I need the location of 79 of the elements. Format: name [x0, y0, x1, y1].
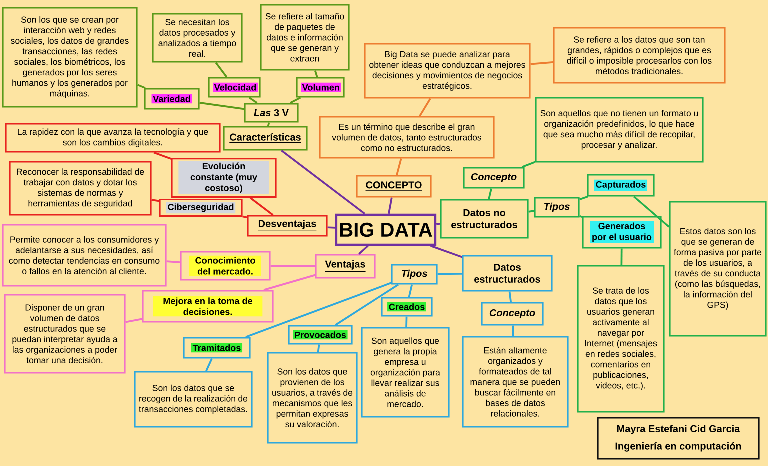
keyword-box: Mejora en la toma de decisiones. [142, 290, 274, 323]
connector-line [206, 358, 213, 372]
connector-line [126, 318, 142, 324]
connector-line [430, 245, 463, 258]
connector-line [388, 198, 393, 214]
description-box: Están altamente organizados y formateados de tal manera que se pueden buscar fácilmente en bases de datos relacionales. [462, 336, 569, 428]
keyword-box: Creados [381, 297, 433, 317]
topic-box: Las 3 V [244, 103, 299, 123]
description-box: Son los que se crean por interacción web y redes sociales, los datos de grandes transacciones, las redes sociales, los biométricos, los generados por los seres humanos y los generados por máquinas. [2, 7, 138, 108]
keyword-box: Velocidad [208, 77, 261, 98]
description-box: Estos datos son los que se generan de forma pasiva por parte de los usuarios, a través de su conducta (como las búsquedas, la información del GPS) [669, 201, 767, 337]
connector-line [267, 122, 270, 126]
connector-line [580, 196, 588, 201]
connector-line [335, 284, 400, 326]
description-box: Son los datos que se recogen de la realización de transacciones completadas. [134, 371, 253, 428]
description-box: Se refiere a los datos que son tan grandes, rápidos o complejos que es difícil o imposible procesarlos con los métodos tradicionales. [553, 27, 726, 84]
connector-line [419, 98, 432, 117]
keyword-box: Generados por el usuario [582, 216, 662, 249]
subtopic-box: Concepto [463, 167, 525, 189]
connector-line [528, 210, 534, 213]
connector-line [314, 70, 318, 78]
connector-line [270, 265, 316, 268]
connector-line [406, 316, 408, 328]
connector-line [358, 245, 369, 255]
connector-line [579, 215, 583, 218]
connector-line [166, 260, 180, 264]
connector-line [242, 216, 248, 219]
keyword-box: Provocados [288, 325, 353, 345]
subtopic-box: Tipos [391, 264, 438, 285]
description-box: Es un término que describe el gran volumen de datos, tanto estructurados como no estructurados. [319, 116, 495, 159]
description-box: Son los datos que provienen de los usuarios, a través de mecanismos que les permitan expresas su valoración. [267, 352, 358, 444]
description-box: Permite conocer a los consumidores y adelantarse a sus necesidades, así como detectar tendencias en consumo o fallos en la atención al cliente. [2, 224, 167, 287]
connector-line [154, 152, 172, 160]
description-box: Big Data se puede analizar para obtener ideas que conduzcan a mejores decisiones y movimientos de negocios estratégicos. [364, 43, 531, 99]
description-box: Reconocer la responsabilidad de trabajar con datos y dotar los sistemas de normas y herramientas de seguridad [9, 161, 152, 216]
connector-line [200, 102, 244, 110]
keyword-box: Volumen [296, 77, 345, 98]
connector-line [317, 344, 320, 352]
connector-line [530, 62, 554, 66]
connector-line [488, 188, 492, 200]
connector-line [215, 62, 228, 78]
description-box: Son aquellos que genera la propia empresa u organización para llevar realizar sus análisis de mercado. [361, 327, 450, 418]
connector-line [248, 97, 258, 104]
connector-line [438, 273, 462, 276]
keyword-box: Conocimiento del mercado. [180, 251, 271, 281]
topic-box: Datos estructurados [462, 255, 553, 292]
description-box: Se necesitan los datos procesados y analizados a tiempo real. [152, 13, 243, 63]
connector-line [396, 158, 402, 176]
connector-line [264, 274, 316, 292]
connector-line [246, 282, 392, 338]
connector-line [436, 223, 440, 226]
description-box: Se trata de los datos que los usuarios generan activamente al navegar por Internet (mensajes en redes sociales, comentarios en publicaciones, videos, etc.). [577, 265, 665, 413]
connector-line [328, 226, 336, 229]
subtopic-box: Tipos [534, 197, 580, 218]
connector-line [408, 284, 414, 298]
description-box: La rapidez con la que avanza la tecnología y que son los cambios digitales. [5, 123, 221, 153]
connector-line [522, 161, 536, 168]
keyword-box: Evolución constante (muy costoso) [171, 158, 277, 198]
connector-line [512, 326, 514, 336]
topic-box: CONCEPTO [356, 175, 432, 198]
keyword-box: Variedad [144, 88, 200, 110]
topic-box: Desventajas [247, 215, 328, 237]
connector-line [152, 199, 160, 202]
keyword-box: Capturados [587, 174, 655, 197]
keyword-box: Ciberseguridad [159, 198, 243, 218]
description-box: Son aquellos que no tienen un formato u organización predefinidos, lo que hace que sea mucho más difícil de recopilar, procesar y analizar. [535, 97, 704, 163]
connector-line [508, 292, 512, 302]
subtopic-box: Concepto [481, 302, 544, 326]
topic-box: Características [223, 126, 308, 151]
topic-box: Datos no estructurados [440, 199, 529, 239]
connector-line [290, 96, 302, 104]
author-box: Mayra Estefani Cid Garcia Ingeniería en computación [597, 417, 760, 460]
connector-line [137, 84, 146, 90]
keyword-box: Tramitados [183, 337, 251, 359]
description-box: Se refiere al tamaño de paquetes de datos e información que se generan y extraen [260, 4, 350, 71]
central-title-box: BIG DATA [335, 214, 437, 246]
connector-line [620, 248, 623, 266]
topic-box: Ventajas [315, 254, 376, 279]
description-box: Disponer de un gran volumen de datos estructurados que se puedan interpretar ayuda a las organizaciones a poder tomar una decisión. [4, 294, 126, 374]
